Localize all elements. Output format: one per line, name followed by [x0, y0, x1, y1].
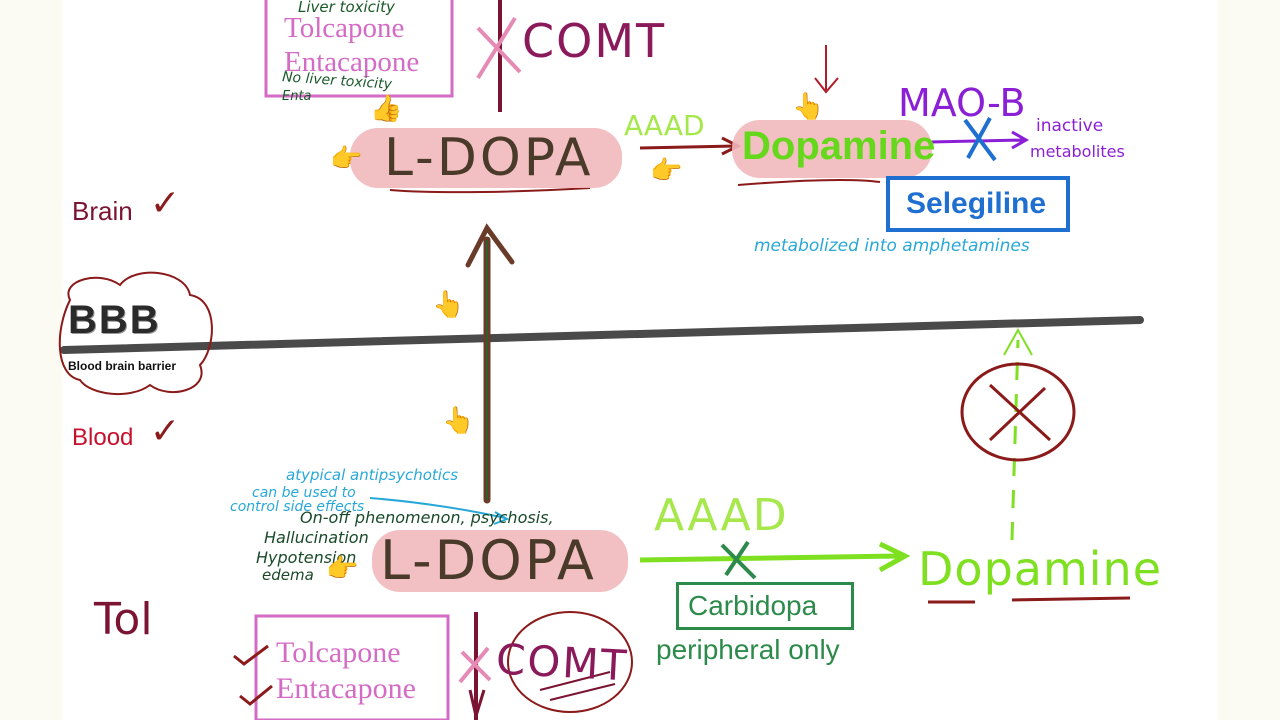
blood-box-tolcapone: Tolcapone — [276, 636, 401, 669]
carbidopa-label: Carbidopa — [688, 590, 818, 621]
tol-label: Tol — [94, 594, 153, 645]
side-effect-can-be-used: can be used to — [252, 485, 356, 501]
bbb-full-label: Blood brain barrier — [68, 359, 177, 373]
check-icon — [239, 684, 273, 706]
brain-comt-label: COMT — [522, 14, 667, 68]
brain-aaad-label: AAAD — [624, 109, 705, 142]
side-effect-control: control side effects — [230, 499, 365, 515]
carbidopa-box — [676, 582, 854, 630]
bbb-cloud — [58, 271, 213, 396]
side-effect-onoff: On-off phenomenon, psychosis, — [300, 508, 554, 527]
pointing-hand-icon: 👆 — [442, 406, 475, 436]
inactive-line2: metabolites — [1030, 142, 1125, 161]
blocked-cross — [988, 383, 1052, 442]
side-effect-halluc: Hallucination — [264, 528, 369, 547]
blood-label: Blood — [72, 424, 134, 451]
pointing-hand-icon: 👆 — [432, 290, 465, 320]
brain-box-note-extra: Enta — [282, 89, 312, 104]
brain-label: Brain — [72, 196, 133, 226]
pointing-hand-icon: 👉 — [650, 156, 683, 186]
selegiline-label: Selegiline — [906, 187, 1047, 220]
side-effect-hypo: Hypotension — [256, 548, 357, 567]
side-effect-edema: edema — [262, 566, 314, 584]
metabolized-note: metabolized into amphetamines — [754, 236, 1030, 256]
blood-dopamine: Dopamine — [918, 542, 1162, 596]
transport-arrow-head — [465, 223, 515, 268]
bbb-label: BBB — [68, 298, 161, 342]
brain-check-icon: ✓ — [150, 183, 181, 224]
blood-ldopa: L-DOPA — [380, 529, 597, 592]
brain-ldopa: L-DOPA — [384, 128, 594, 188]
blood-check-icon: ✓ — [150, 411, 181, 452]
check-icon — [233, 644, 269, 666]
selegiline-box — [886, 176, 1070, 232]
pointing-hand-icon: 👆 — [792, 92, 825, 122]
comt-bottom-circle — [507, 611, 633, 713]
blood-aaad-arrow — [639, 541, 911, 573]
pointing-hand-icon: 👉 — [326, 554, 359, 584]
blood-comt-label: COMT — [494, 634, 630, 691]
blood-ldopa-pill — [372, 530, 628, 592]
comt-top-cross — [476, 16, 522, 80]
blood-aaad-label: AAAD — [654, 490, 789, 541]
maob-cross — [963, 117, 997, 162]
dopamine-down-arrow — [814, 45, 839, 94]
comt-bottom-cross — [458, 646, 492, 684]
blocked-dopamine-path — [1010, 339, 1020, 541]
inactive-line1: inactive — [1036, 116, 1104, 136]
carbidopa-cross — [720, 540, 757, 580]
pointing-hand-icon: 👉 — [330, 144, 363, 174]
brain-comt-inhibitor-box — [264, 0, 454, 98]
brain-box-tolcapone: Tolcapone — [284, 12, 405, 44]
side-effect-atypical: atypical antipsychotics — [286, 466, 459, 484]
brain-box-entacapone: Entacapone — [284, 46, 420, 78]
peripheral-only-label: peripheral only — [656, 634, 840, 665]
blood-box-entacapone: Entacapone — [276, 672, 416, 705]
brain-ldopa-pill — [350, 128, 622, 188]
brain-box-note-top: Liver toxicity — [298, 0, 395, 16]
brain-dopamine-pill — [732, 120, 932, 178]
thumbs-up-icon: 👍 — [370, 94, 403, 124]
blocked-circle — [960, 362, 1076, 462]
maob-label: MAO-B — [898, 81, 1026, 125]
brain-dopamine: Dopamine — [742, 124, 936, 168]
blood-comt-inhibitor-box — [254, 614, 450, 720]
barrier-line — [60, 316, 1144, 354]
